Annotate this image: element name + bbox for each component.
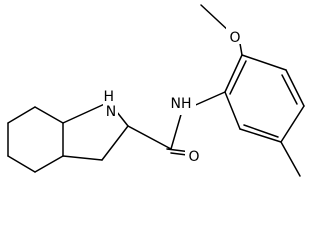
bond: [224, 91, 241, 130]
bond: [34, 106, 64, 124]
bond: [200, 4, 231, 33]
bond: [101, 125, 129, 161]
bond: [229, 60, 247, 95]
bond: [62, 155, 103, 161]
methoxy-oxygen-label: O: [229, 30, 240, 46]
bond: [62, 101, 110, 124]
bond: [239, 128, 282, 143]
bond: [241, 54, 287, 71]
atom-label-mask: [185, 147, 203, 167]
bond: [281, 74, 298, 105]
bond: [280, 141, 301, 177]
bond: [243, 124, 279, 138]
indoline-nitrogen-label-h: H: [104, 89, 115, 105]
bond: [127, 125, 172, 150]
indoline-nitrogen-label-n: N: [106, 104, 116, 120]
carbonyl-oxygen-label: O: [188, 149, 199, 165]
atom-label-mask: [226, 26, 242, 44]
atom-label-mask: [168, 95, 196, 115]
chemical-structure-canvas: O H N NH O: [7, 4, 305, 177]
indoline-nitrogen-label: H N: [104, 89, 119, 120]
bond: [7, 155, 36, 173]
bond: [170, 110, 183, 150]
bond: [7, 106, 36, 124]
molecule-diagram: O H N NH O: [7, 4, 305, 177]
bond: [280, 105, 305, 143]
bond: [285, 69, 305, 107]
atom-label-mask: [103, 92, 118, 124]
bond: [34, 155, 64, 173]
amide-nitrogen-label: NH: [171, 96, 192, 112]
bond: [224, 54, 243, 93]
